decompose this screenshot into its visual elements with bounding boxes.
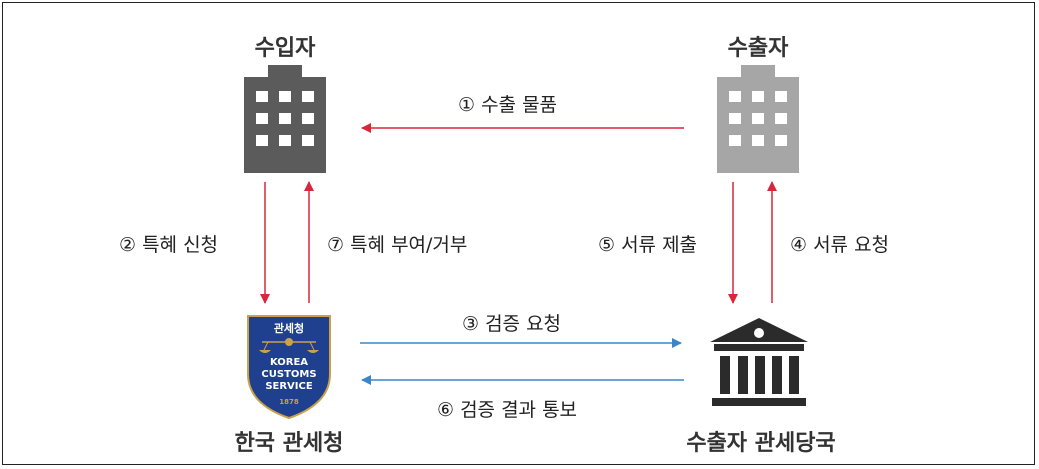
edge-label-preference-grant: ⑦ 특혜 부여/거부 bbox=[327, 234, 468, 256]
badge-title: 관세청 bbox=[274, 321, 304, 335]
edge-label-document-submission: ⑤ 서류 제출 bbox=[598, 234, 698, 256]
exporter-building-icon bbox=[717, 65, 799, 173]
authority-building-icon bbox=[710, 318, 808, 406]
korea-customs-label: 한국 관세청 bbox=[234, 431, 344, 456]
export-customs-label: 수출자 관세당국 bbox=[686, 431, 836, 456]
edge-label-verification-request: ③ 검증 요청 bbox=[462, 313, 562, 335]
badge-line3: SERVICE bbox=[265, 381, 313, 392]
importer-label: 수입자 bbox=[254, 36, 316, 61]
edge-label-export-goods: ① 수출 물품 bbox=[458, 94, 558, 116]
edge-label-document-request: ④ 서류 요청 bbox=[790, 234, 890, 256]
importer-building-icon bbox=[244, 65, 326, 173]
badge-year: 1878 bbox=[279, 398, 299, 406]
badge-line1: KOREA bbox=[270, 357, 308, 368]
edge-label-verification-result: ⑥ 검증 결과 통보 bbox=[437, 399, 578, 421]
edge-label-preference-application: ② 특혜 신청 bbox=[119, 234, 219, 256]
badge-line2: CUSTOMS bbox=[261, 369, 316, 380]
korea-customs-badge-icon: 관세청 KOREA CUSTOMS SERVICE 1878 bbox=[247, 315, 331, 420]
exporter-label: 수출자 bbox=[727, 36, 789, 61]
